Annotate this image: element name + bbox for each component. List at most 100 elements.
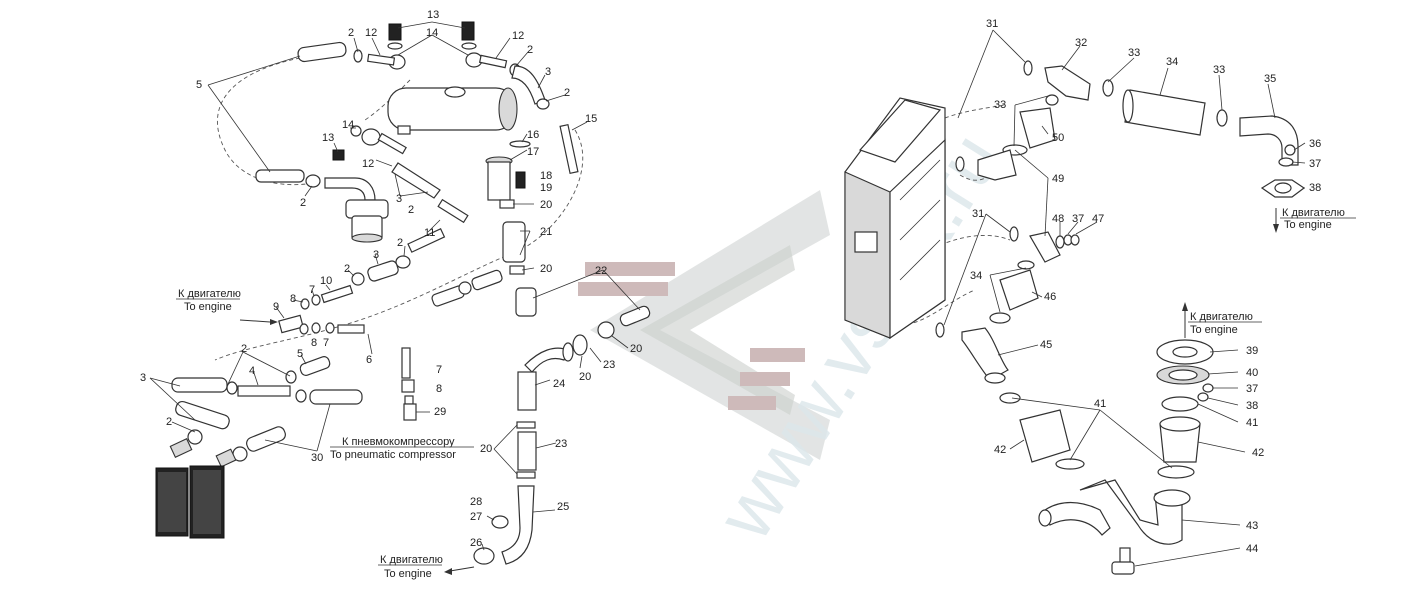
clamp: [1017, 260, 1035, 270]
callout-label: 41: [1246, 417, 1258, 429]
watermark-bar: [585, 262, 675, 276]
clamp: [285, 370, 297, 384]
callout-label: 38: [1309, 182, 1321, 194]
callout-label: 7: [436, 364, 442, 376]
callout-label: 23: [603, 359, 615, 371]
callout-label: 5: [196, 79, 202, 91]
callout-label: 42: [1252, 447, 1264, 459]
callout-labels: 2 12 13 14 12 2 3 2 15 5 14 13 12 16 17 …: [140, 9, 1321, 555]
callout-label: 2: [344, 263, 350, 275]
callout-label: 34: [1166, 56, 1178, 68]
hose: [171, 377, 228, 393]
callout-label: 2: [348, 27, 354, 39]
callout-label: 46: [1044, 291, 1056, 303]
callout-label: 26: [470, 537, 482, 549]
pipe-34: [1124, 89, 1206, 136]
gasket-37: [1278, 157, 1294, 167]
filter-plug: [515, 171, 526, 189]
callout-label: 20: [579, 371, 591, 383]
clamp-20: [516, 471, 536, 479]
clamp: [295, 389, 307, 403]
callout-label: 25: [557, 501, 569, 513]
callout-label: 45: [1040, 339, 1052, 351]
fitting-pipe: [367, 53, 396, 66]
callout-label: 6: [366, 354, 372, 366]
fitting-7: [401, 379, 415, 393]
banjo-bolt: [461, 21, 475, 41]
dashed-route: [364, 79, 411, 121]
hose-end: [562, 342, 574, 362]
callout-label: 14: [342, 119, 354, 131]
callout-label: 24: [553, 378, 565, 390]
right-upper-hoses: [955, 60, 1306, 198]
callout-label: 43: [1246, 520, 1258, 532]
clamp-33: [1216, 109, 1228, 127]
callout-label: 8: [311, 337, 317, 349]
hose: [367, 260, 399, 282]
clamp-20: [509, 265, 525, 275]
tank-filler-neck: [444, 86, 466, 98]
callout-label: 31: [972, 208, 984, 220]
callout-label: 8: [290, 293, 296, 305]
hose: [175, 400, 230, 430]
pipe-6: [337, 324, 365, 334]
callout-label: 36: [1309, 138, 1321, 150]
ring-31: [1009, 226, 1019, 242]
note-to-engine-ru: К двигателю: [380, 554, 443, 566]
gasket-7: [311, 294, 321, 306]
valve-9: [278, 314, 304, 334]
callout-label: 3: [373, 249, 379, 261]
pipe-24-vertical: [517, 371, 537, 411]
dashed-route: [217, 57, 321, 186]
clamp-20: [499, 199, 515, 209]
hose: [246, 426, 286, 452]
callout-label: 2: [527, 44, 533, 56]
ring-31: [935, 322, 945, 338]
note-to-engine-ru: К двигателю: [1282, 207, 1345, 219]
pipe: [407, 227, 446, 253]
callout-label: 33: [1128, 47, 1140, 59]
clamp-41: [1161, 396, 1199, 412]
callout-label: 2: [300, 197, 306, 209]
callout-label: 33: [994, 99, 1006, 111]
callout-label: 49: [1052, 173, 1064, 185]
callout-label: 18: [540, 170, 552, 182]
ring-31: [955, 156, 965, 172]
callout-label: 37: [1309, 158, 1321, 170]
clamp: [536, 98, 550, 110]
callout-label: 20: [480, 443, 492, 455]
note-to-compressor-ru: К пневмокомпрессору: [342, 436, 455, 448]
callout-label: 2: [408, 204, 414, 216]
callout-label: 50: [1052, 132, 1064, 144]
callout-label: 12: [365, 27, 377, 39]
hose-46: [999, 269, 1039, 311]
callout-label: 3: [396, 193, 402, 205]
callout-label: 3: [545, 66, 551, 78]
filter-tube: [487, 161, 511, 201]
note-to-engine-en: To engine: [184, 301, 232, 313]
pipe-11: [437, 198, 469, 224]
clamp: [1045, 94, 1059, 106]
callout-label: 31: [986, 18, 998, 30]
callout-label: 12: [362, 158, 374, 170]
fitting-pipe: [377, 132, 407, 155]
watermark: www.vs-zk.ru: [578, 118, 1018, 555]
main-radiator: [844, 97, 946, 340]
hose: [471, 269, 503, 291]
callout-label: 35: [1264, 73, 1276, 85]
callout-label: 20: [540, 199, 552, 211]
plug-36: [1284, 144, 1296, 156]
elbow-35: [1239, 115, 1299, 166]
hose: [297, 41, 347, 63]
callout-label: 5: [297, 348, 303, 360]
hose-bend: [391, 162, 441, 199]
note-to-engine-ru: К двигателю: [1190, 311, 1253, 323]
banjo-fitting: [361, 128, 381, 146]
nut-8: [300, 298, 310, 310]
callout-label: 29: [434, 406, 446, 418]
callout-label: 37: [1072, 213, 1084, 225]
dashed-route: [939, 235, 1011, 246]
callout-label: 16: [527, 129, 539, 141]
elbow-32: [1044, 65, 1091, 101]
